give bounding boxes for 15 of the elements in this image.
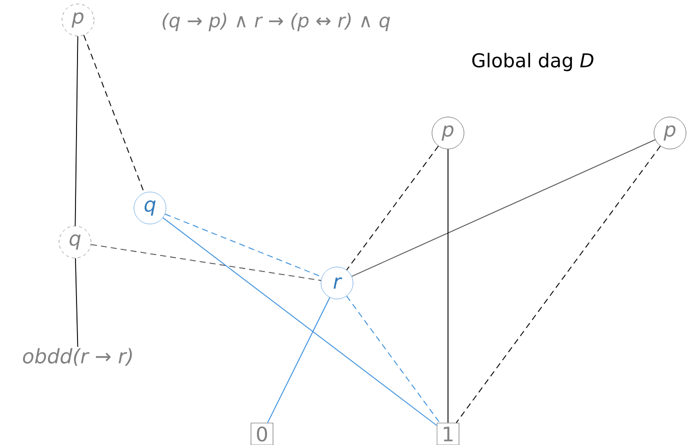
terminal-box: 1 <box>436 422 460 445</box>
node-label: obdd(r → r) <box>23 348 132 366</box>
connector-line <box>351 139 656 277</box>
graph-label: Global dag D <box>472 52 594 72</box>
connector-line <box>346 146 439 270</box>
connector-line <box>267 297 330 424</box>
connector-line <box>456 146 661 424</box>
connector-line <box>83 34 145 194</box>
connector-line <box>162 217 438 426</box>
formula-label: (q → p) ∧ r → (p ↔ r) ∧ q <box>162 12 390 32</box>
connector-line <box>74 36 78 226</box>
connector-line <box>74 258 78 348</box>
connector-line <box>90 244 322 281</box>
connector-line <box>346 296 440 424</box>
terminal-box: 0 <box>250 422 274 445</box>
